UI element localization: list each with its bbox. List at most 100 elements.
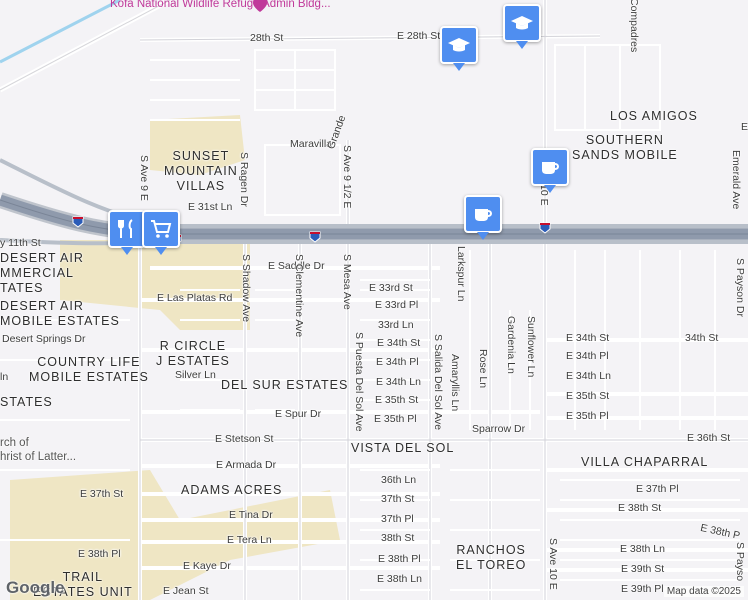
interstate-shield-icon	[539, 222, 551, 234]
street-label: E 31st Ln	[188, 201, 233, 213]
restaurant-pin[interactable]	[108, 210, 146, 255]
street-label: S Puesta Del Sol Ave	[353, 332, 365, 432]
street-label: E 34th Ln	[376, 376, 421, 388]
street-label: E 38th Ln	[620, 543, 665, 555]
street-label: Compadres	[628, 0, 640, 53]
street-label: E	[741, 121, 748, 133]
street-label: E 33rd St	[369, 282, 413, 294]
coffee-cup-icon	[475, 209, 492, 221]
street-label: 38th St	[381, 532, 415, 544]
street-label: ln	[0, 371, 9, 383]
area-label: VILLA CHAPARRAL	[581, 455, 709, 469]
street-label: S Salida Del Sol Ave	[432, 334, 444, 431]
street-label: E 34th Pl	[376, 356, 419, 368]
street-label: E 39th Pl	[621, 583, 664, 595]
street-label: E 34th Pl	[566, 350, 609, 362]
street-label: 36th Ln	[381, 474, 417, 486]
street-label: Rose Ln	[477, 349, 489, 389]
map-attribution[interactable]: Map data ©2025	[663, 586, 744, 597]
street-label: 34th St	[685, 332, 719, 344]
graduation-cap-icon	[511, 16, 533, 30]
street-label: S Ragen Dr	[238, 152, 250, 207]
street-label: E Las Platas Rd	[157, 292, 233, 304]
street-label: Maravilla	[290, 138, 333, 150]
street-label: y 11th St	[0, 237, 41, 249]
street-label: Gardenia Ln	[505, 316, 517, 374]
street-label: E 38th Pl	[78, 548, 121, 560]
street-label: E Tera Ln	[227, 534, 272, 546]
coffee-cup-icon	[542, 162, 559, 174]
street-label: Sunflower Ln	[525, 316, 537, 378]
area-label: DEL SUR ESTATES	[221, 378, 349, 392]
street-label: E Spur Dr	[275, 408, 322, 420]
school-pin[interactable]	[440, 26, 478, 71]
street-label: S Shadow Ave	[240, 254, 252, 323]
street-label: E 38th Ln	[377, 573, 422, 585]
street-label: E 35th Pl	[566, 410, 609, 422]
cafe-pin[interactable]	[464, 195, 502, 240]
street-label: E 34th St	[377, 337, 421, 349]
fork-knife-icon	[118, 219, 133, 238]
street-label: S Ave 9 E	[138, 155, 150, 201]
street-label: E 28th St	[397, 30, 441, 42]
street-label: E 36th St	[687, 432, 731, 444]
street-label: E Jean St	[163, 585, 209, 597]
street-label: 37th St	[381, 493, 415, 505]
street-label: S Payson Dr	[734, 258, 746, 317]
area-label: LOS AMIGOS	[610, 109, 698, 123]
street-label: S Ave 9 1/2 E	[341, 145, 353, 209]
street-label: E 33rd Pl	[375, 299, 419, 311]
shopping-cart-icon	[151, 220, 172, 238]
street-label: E Tina Dr	[229, 509, 273, 521]
street-label: Desert Springs Dr	[2, 333, 86, 345]
school-pin[interactable]	[503, 4, 541, 49]
street-label: Sparrow Dr	[472, 423, 526, 435]
street-label: Emerald Ave	[730, 150, 742, 210]
area-label: ADAMS ACRES	[181, 483, 283, 497]
interstate-shield-icon	[309, 231, 321, 243]
graduation-cap-icon	[448, 38, 470, 52]
street-label: E Kaye Dr	[183, 560, 231, 572]
street-label: 28th St	[250, 32, 284, 44]
poi-marker-icon[interactable]	[253, 0, 267, 12]
cafe-pin[interactable]	[531, 148, 569, 193]
street-label: E 35th Pl	[374, 413, 417, 425]
area-label: STATES	[0, 395, 53, 409]
street-label: E 37th St	[80, 488, 124, 500]
street-label: Larkspur Ln	[455, 246, 467, 302]
interstate-shield-icon	[72, 216, 84, 228]
street-label: Amaryllis Ln	[449, 354, 461, 412]
street-label: E 37th Pl	[636, 483, 679, 495]
street-label: E Armada Dr	[216, 459, 277, 471]
poi-refuge-label[interactable]: Kofa National Wildlife Refuge Admin Bldg…	[110, 0, 331, 10]
area-label: VISTA DEL SOL	[351, 441, 455, 455]
street-label: E 38th Pl	[378, 553, 421, 565]
street-label: E 35th St	[375, 394, 419, 406]
street-label: E 38th St	[618, 502, 662, 514]
street-label: E 34th St	[566, 332, 610, 344]
shopping-pin[interactable]	[142, 210, 180, 255]
street-label: E 34th Ln	[566, 370, 611, 382]
street-label: S Ave 10 E	[547, 538, 559, 590]
street-label: E Stetson St	[215, 433, 274, 445]
street-label: S Payso	[734, 542, 746, 582]
google-logo: Google	[6, 578, 65, 597]
street-label: S Clementine Ave	[293, 254, 305, 338]
street-label: S Mesa Ave	[341, 254, 353, 310]
street-label: E 39th St	[621, 563, 665, 575]
street-label: 37th Pl	[381, 513, 414, 525]
street-label: 33rd Ln	[378, 319, 414, 331]
street-label: E Saddle Dr	[268, 260, 325, 272]
street-label: E 35th St	[566, 390, 610, 402]
street-label: Silver Ln	[175, 369, 216, 381]
